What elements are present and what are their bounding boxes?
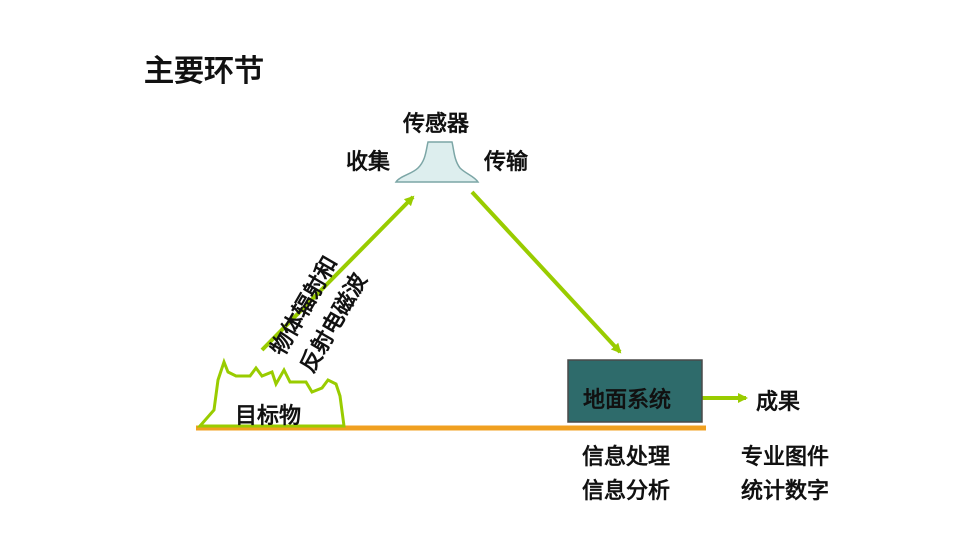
target-label: 目标物 [235,404,302,429]
transmit-label: 传输 [484,150,529,175]
ground-system-box [567,359,703,423]
processing-label: 信息处理 信息分析 [582,441,670,509]
arrow-target-to-sensor [260,195,415,352]
page-title: 主要环节 [144,54,264,89]
collect-label: 收集 [346,150,391,175]
processing-line-1: 信息处理 [582,445,671,470]
products-line-1: 专业图件 [741,445,830,470]
products-label: 专业图件 统计数字 [741,441,829,509]
target-object-shape [196,357,346,428]
sensor-shape [394,141,480,183]
result-label: 成果 [756,390,801,415]
sensor-label: 传感器 [403,112,470,137]
arrow-sensor-to-ground [470,190,622,354]
products-line-2: 统计数字 [741,479,830,504]
ground-system-label: 地面系统 [583,388,672,413]
processing-line-2: 信息分析 [582,479,671,504]
